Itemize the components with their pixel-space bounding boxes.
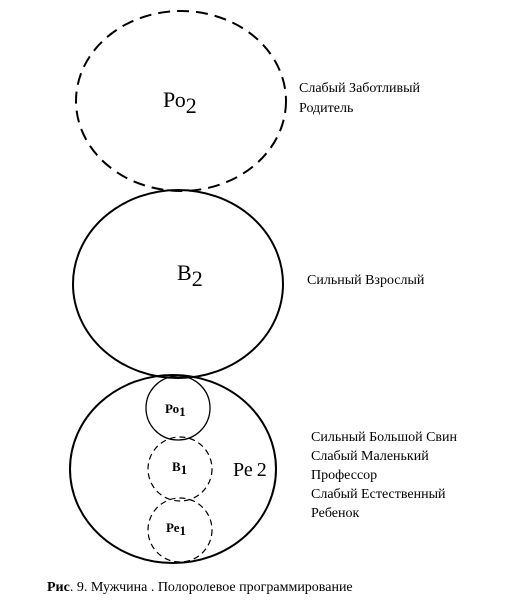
child-2-description: Сильный Большой Свин Слабый Маленький Пр… [311, 430, 461, 521]
child-1-label: Ре1 [166, 520, 186, 538]
adult-2-label: В2 [177, 260, 203, 291]
parent-1-circle [145, 375, 211, 441]
parent-2-label: Ро2 [163, 87, 197, 118]
adult-2-circle [72, 189, 284, 379]
adult-2-description: Сильный Взрослый [307, 273, 425, 288]
adult-1-circle [147, 436, 213, 502]
parent-2-description: Слабый Заботливый Родитель [299, 81, 423, 116]
adult-1-label: В1 [172, 459, 187, 477]
figure-caption: Рис. 9. Мужчина . Полоролевое программир… [47, 580, 353, 595]
child-2-circle [69, 374, 277, 564]
parent-1-label: Ро1 [165, 401, 186, 419]
child-1-circle [147, 497, 213, 563]
